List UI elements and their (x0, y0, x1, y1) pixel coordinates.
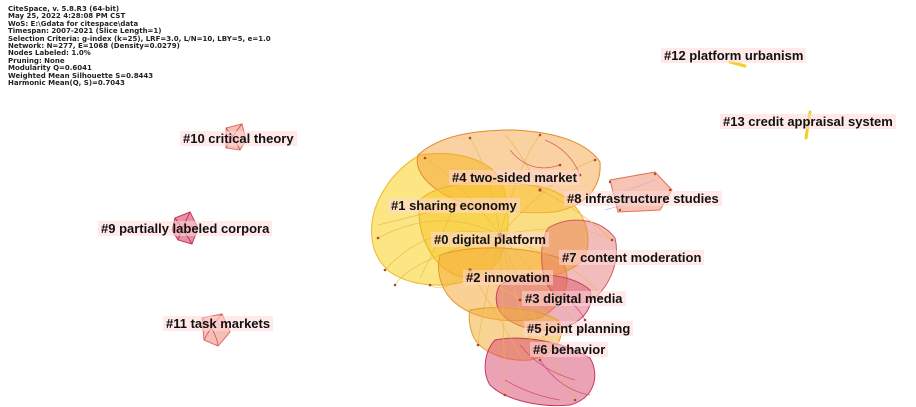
cluster-label-c12[interactable]: #12 platform urbanism (661, 48, 807, 63)
cluster-label-c13[interactable]: #13 credit appraisal system (720, 114, 896, 129)
meta-line-silhouette: Weighted Mean Silhouette S=0.8443 (8, 71, 154, 80)
cluster-label-c6[interactable]: #6 behavior (530, 342, 609, 357)
meta-line-timespan: Timespan: 2007-2021 (Slice Length=1) (8, 27, 162, 36)
meta-line-modularity: Modularity Q=0.6041 (8, 64, 92, 73)
cluster-label-c5[interactable]: #5 joint planning (524, 321, 634, 336)
cluster-label-c8[interactable]: #8 infrastructure studies (564, 191, 722, 206)
meta-line-nodes-labeled: Nodes Labeled: 1.0% (8, 49, 91, 58)
cluster-label-c3[interactable]: #3 digital media (522, 291, 626, 306)
meta-line-version: CiteSpace, v. 5.8.R3 (64-bit) (8, 5, 120, 13)
main-cluster-hulls (371, 129, 617, 407)
cluster-label-c9[interactable]: #9 partially labeled corpora (98, 221, 273, 236)
meta-line-date: May 25, 2022 4:28:08 PM CST (8, 12, 126, 21)
citespace-metadata: CiteSpace, v. 5.8.R3 (64-bit) May 25, 20… (8, 5, 271, 88)
meta-line-harmonic-mean: Harmonic Mean(Q, S)=0.7043 (8, 79, 125, 88)
cluster-label-c0[interactable]: #0 digital platform (431, 232, 549, 247)
meta-line-source: WoS: E:\Gdata for citespace\data (8, 19, 139, 28)
cluster-label-c7[interactable]: #7 content moderation (559, 250, 705, 265)
cluster-label-c10[interactable]: #10 critical theory (180, 131, 297, 146)
meta-line-selection: Selection Criteria: g-index (k=25), LRF=… (8, 34, 271, 43)
cluster-label-c11[interactable]: #11 task markets (163, 316, 274, 331)
cluster-label-c1[interactable]: #1 sharing economy (388, 198, 520, 213)
meta-line-pruning: Pruning: None (8, 56, 65, 65)
meta-line-network: Network: N=277, E=1068 (Density=0.0279) (8, 42, 180, 51)
cluster-label-c2[interactable]: #2 innovation (463, 270, 553, 285)
cluster-label-c4[interactable]: #4 two-sided market (449, 170, 580, 185)
